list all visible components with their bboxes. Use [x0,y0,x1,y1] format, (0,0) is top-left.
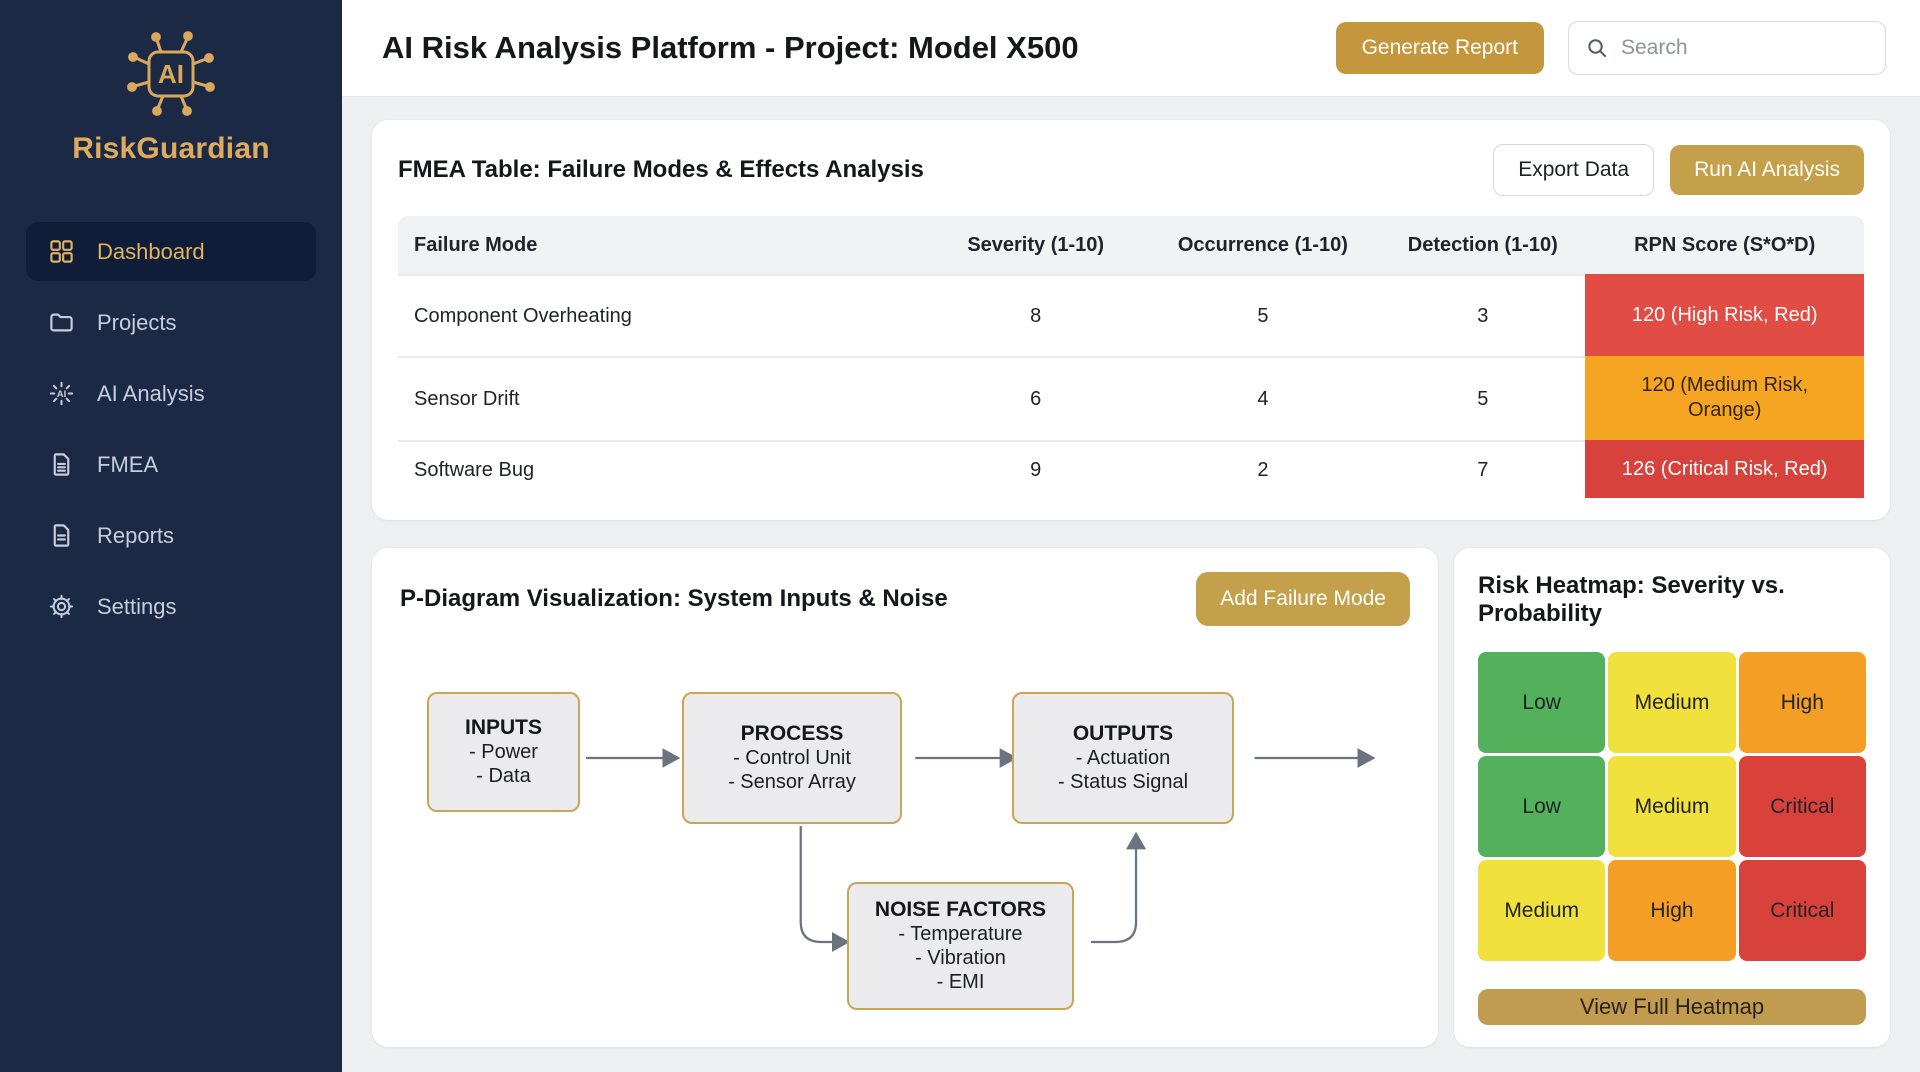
node-item: - Sensor Array [728,771,856,793]
sidebar-item-reports[interactable]: Reports [26,506,316,565]
folder-icon [50,313,73,332]
table-row[interactable]: Component Overheating 8 5 3 120 (High Ri… [398,274,1864,356]
node-title: NOISE FACTORS [874,898,1047,921]
column-header: Severity (1-10) [967,233,1105,256]
pdiagram-card-title: P-Diagram Visualization: System Inputs &… [400,585,948,612]
occurrence-cell: 2 [1145,440,1381,498]
pdiagram-node-noise-factors[interactable]: NOISE FACTORS - Temperature - Vibration … [847,882,1074,1010]
pdiagram-node-outputs[interactable]: OUTPUTS - Actuation - Status Signal [1012,692,1234,824]
document-icon [53,453,70,476]
table-row[interactable]: Sensor Drift 6 4 5 120 (Medium Risk, Ora… [398,356,1864,440]
sidebar-item-label: AI Analysis [97,380,205,406]
heatmap-cell[interactable]: Medium [1608,756,1736,857]
document-icon [53,524,70,547]
main-area: AI Risk Analysis Platform - Project: Mod… [342,0,1920,1072]
risk-heatmap-card: Risk Heatmap: Severity vs. Probability L… [1454,548,1890,1047]
sidebar-item-label: Projects [97,309,177,335]
fmea-table: Failure Mode Severity (1-10) Occurrence … [398,216,1864,498]
column-header: Failure Mode [414,233,538,256]
node-item: - Power [469,741,538,763]
magnifier-icon [1588,39,1606,57]
sidebar-item-label: Dashboard [97,238,205,264]
failure-mode-cell: Sensor Drift [398,356,926,440]
node-item: - Temperature [898,923,1023,945]
dashboard-grid-icon [50,240,73,263]
detection-cell: 5 [1380,356,1586,440]
column-header: Occurrence (1-10) [1177,233,1348,256]
rpn-score-cell: 126 (Critical Risk, Red) [1585,440,1864,498]
diagram-arrows [586,748,1376,952]
occurrence-cell: 5 [1145,274,1381,356]
heatmap-cell[interactable]: Low [1478,652,1606,753]
severity-cell: 8 [925,274,1146,356]
occurrence-cell: 4 [1145,356,1381,440]
sidebar-item-label: Reports [97,522,175,548]
sidebar-item-label: Settings [97,593,177,619]
dashboard-content: FMEA Table: Failure Modes & Effects Anal… [342,97,1920,1072]
severity-cell: 9 [925,440,1146,498]
sidebar-item-dashboard[interactable]: Dashboard [26,222,316,281]
heatmap-cell[interactable]: High [1738,652,1866,753]
sidebar: AI RiskGuardian Dashboard Projects AI [0,0,342,1072]
search-input[interactable] [1621,36,1869,60]
pdiagram-card: P-Diagram Visualization: System Inputs &… [372,548,1438,1047]
run-ai-analysis-button[interactable]: Run AI Analysis [1670,145,1864,195]
brand-name: RiskGuardian [72,132,270,165]
heatmap-cell[interactable]: High [1608,860,1736,961]
generate-report-button[interactable]: Generate Report [1335,22,1544,74]
severity-cell: 6 [925,356,1146,440]
pdiagram-node-inputs[interactable]: INPUTS - Power - Data [427,692,580,812]
p-diagram: INPUTS - Power - Data PROCESS - Control … [400,632,1410,1024]
heatmap-cell[interactable]: Medium [1478,860,1606,961]
detection-cell: 7 [1380,440,1586,498]
sidebar-item-ai-analysis[interactable]: AI AI Analysis [26,364,316,423]
node-item: - Actuation [1075,747,1171,769]
node-title: OUTPUTS [1072,722,1174,745]
heatmap-grid: Low Medium High Low Medium Critical Medi… [1478,652,1866,961]
heatmap-cell[interactable]: Medium [1608,652,1736,753]
logo-ai-text: AI [158,59,184,89]
ai-chip-logo-icon: AI [127,31,215,116]
ai-icon-text: AI [57,389,67,400]
heatmap-card-title: Risk Heatmap: Severity vs. Probability [1478,572,1785,627]
column-header: RPN Score (S*O*D) [1634,233,1816,256]
fmea-card: FMEA Table: Failure Modes & Effects Anal… [372,120,1890,520]
page-title: AI Risk Analysis Platform - Project: Mod… [382,30,1079,65]
sidebar-nav: Dashboard Projects AI AI Analysis FMEA [0,222,342,636]
rpn-score-cell: 120 (High Risk, Red) [1585,274,1864,356]
node-item: - Data [476,765,531,787]
pdiagram-node-process[interactable]: PROCESS - Control Unit - Sensor Array [682,692,902,824]
node-item: - Vibration [915,947,1006,969]
table-row[interactable]: Software Bug 9 2 7 126 (Critical Risk, R… [398,440,1864,498]
heatmap-cell[interactable]: Critical [1738,860,1866,961]
rpn-score-cell: 120 (Medium Risk, Orange) [1585,356,1864,440]
sidebar-item-settings[interactable]: Settings [26,577,316,636]
heatmap-cell[interactable]: Critical [1738,756,1866,857]
fmea-table-header-row: Failure Mode Severity (1-10) Occurrence … [398,216,1864,274]
node-item: - EMI [936,971,985,993]
heatmap-cell[interactable]: Low [1478,756,1606,857]
gear-icon [49,594,74,619]
ai-sparkle-icon: AI [49,381,74,406]
view-full-heatmap-button[interactable]: View Full Heatmap [1478,989,1866,1025]
failure-mode-cell: Component Overheating [398,274,926,356]
sidebar-item-projects[interactable]: Projects [26,293,316,352]
column-header: Detection (1-10) [1407,233,1558,256]
failure-mode-cell: Software Bug [398,440,926,498]
node-title: INPUTS [464,716,542,739]
search-box[interactable] [1568,21,1886,75]
fmea-card-title: FMEA Table: Failure Modes & Effects Anal… [398,156,924,183]
add-failure-mode-button[interactable]: Add Failure Mode [1196,572,1410,626]
sidebar-item-label: FMEA [97,451,159,477]
detection-cell: 3 [1380,274,1586,356]
node-item: - Control Unit [733,747,851,769]
node-item: - Status Signal [1057,771,1189,793]
sidebar-item-fmea[interactable]: FMEA [26,435,316,494]
node-title: PROCESS [740,722,844,745]
top-header: AI Risk Analysis Platform - Project: Mod… [342,0,1920,97]
brand-block: AI RiskGuardian [0,0,342,166]
export-data-button[interactable]: Export Data [1493,144,1655,196]
